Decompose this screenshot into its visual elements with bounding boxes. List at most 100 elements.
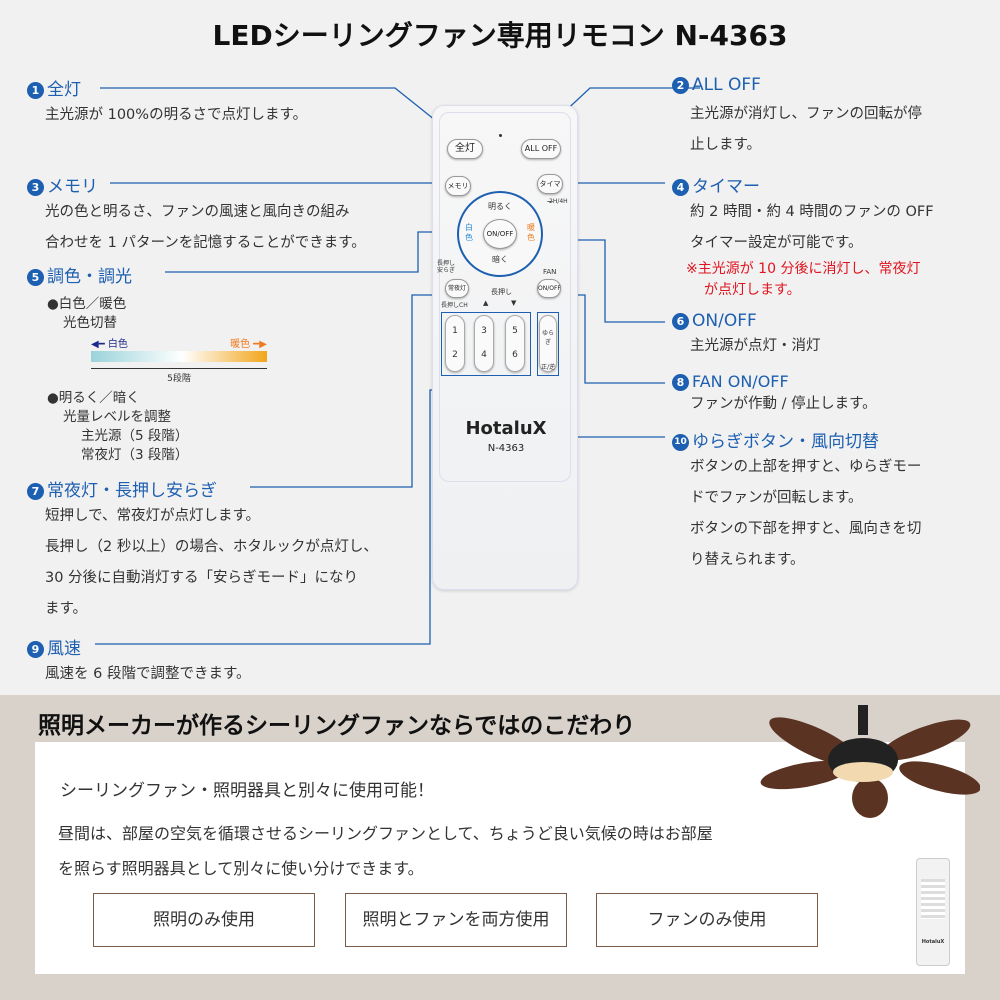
bright-line: 主光源（5 段階） [81,428,189,444]
night-light-button[interactable]: 常夜灯 [445,279,469,298]
number-badge: 10 [672,433,689,451]
body-line: 昼間は、部屋の空気を循環させるシーリングファンとして、ちょうど良い気候の時はお部… [58,824,713,843]
feature-desc: タイマー設定が可能です。 [690,235,863,251]
bright-line: 光量レベルを調整 [63,409,171,425]
warm-key[interactable]: 暖色 [527,223,535,242]
dimming-dial[interactable]: 明るく 暗く 白色 暖色 ON/OFF [457,191,543,277]
feature-desc: 30 分後に自動消灯する「安らぎモード」になり [45,570,359,586]
warm-label: 暖色 [230,339,251,350]
mode-light-only: 照明のみ使用 [93,893,315,947]
bottom-title: 照明メーカーが作るシーリングファンならではのこだわり [38,713,636,739]
model-number: N-4363 [487,443,525,454]
timer-sub-label: 2H/4H [549,198,568,205]
feature-label: 常夜灯・長押し安らぎ [47,481,217,501]
fan-onoff-button[interactable]: ON/OFF [537,279,561,298]
white-label: 白色 [107,339,128,350]
feature-desc: り替えられます。 [690,552,805,568]
down-arrow-icon: ▼ [511,299,517,307]
mode-light-and-fan: 照明とファンを両方使用 [345,893,567,947]
yasuragi-label: 長押し安らぎ [437,260,456,274]
fan-label: FAN [543,268,557,276]
remote-control: 全灯 ALL OFF メモリ タイマー 2H/4H 明るく 暗く 白色 暖色 O… [432,105,578,590]
feature-desc: ボタンの上部を押すと、ゆらぎモー [690,459,922,475]
page-title: LEDシーリングファン専用リモコン N-4363 [212,19,788,52]
arrow-left-icon: ◀━ [91,339,108,350]
timer-note: ※主光源が 10 分後に消灯し、常夜灯 [686,261,921,277]
number-badge: 5 [27,268,44,286]
white-key[interactable]: 白色 [465,223,473,242]
ceiling-fan-image [760,705,980,818]
feature-desc: 約 2 時間・約 4 時間のファンの OFF [690,204,934,220]
feature-desc: 長押し（2 秒以上）の場合、ホタルックが点灯し、 [45,539,378,555]
brand-logo: HotaluX [465,418,547,439]
dimmer-key[interactable]: 暗く [492,255,508,264]
timer-button[interactable]: タイマー [537,174,563,206]
feature-desc: 主光源が消灯し、ファンの回転が停 [690,106,922,122]
feature-desc: 短押しで、常夜灯が点灯します。 [45,508,261,524]
remote-thumbnail: HotaluX [916,858,950,966]
color-bar-legend: ◀━ 白色 暖色 ━▶ 5段階 [91,335,267,385]
memory-button[interactable]: メモリ [445,176,471,196]
feature-desc: ます。 [45,601,88,617]
feature-label: 調色・調光 [47,267,132,287]
yuragi-direction-key[interactable]: ゆらぎ正/逆 [539,315,557,372]
zento-button[interactable]: 全灯 [447,139,483,159]
color-title: ●白色／暖色 [47,296,127,312]
card-body: 昼間は、部屋の空気を循環させるシーリングファンとして、ちょうど良い気候の時はお部… [58,816,713,886]
number-badge: 1 [27,81,44,99]
feature-label: FAN ON/OFF [692,372,789,391]
feature-label: メモリ [47,177,98,197]
feature-desc: 光の色と明るさ、ファンの風速と風向きの組み [45,204,350,220]
brighter-key[interactable]: 明るく [488,202,512,211]
feature-desc: ファンが作動 / 停止します。 [690,396,877,412]
bright-title: ●明るく／暗く [47,390,140,406]
feature-label: ALL OFF [692,75,761,95]
feature-desc: 風速を 6 段階で調整できます。 [45,666,251,682]
number-badge: 9 [27,640,44,658]
feature-desc: 主光源が 100%の明るさで点灯します。 [45,107,308,123]
number-badge: 6 [672,312,689,330]
feature-desc: 主光源が点灯・消灯 [690,338,821,354]
number-badge: 8 [672,374,689,391]
number-badge: 2 [672,76,689,94]
color-gradient-bar [91,351,267,362]
bright-line: 常夜灯（3 段階） [81,447,189,463]
thumbnail-brand: HotaluX [921,939,945,945]
all-off-button[interactable]: ALL OFF [521,139,561,159]
up-arrow-icon: ▲ [483,299,489,307]
feature-label: 全灯 [47,80,81,100]
number-badge: 7 [27,482,44,500]
feature-label: タイマー [692,177,760,197]
steps-label: 5段階 [167,374,191,384]
feature-label: 風速 [47,639,81,659]
body-line: を照らす照明器具として別々に使い分けできます。 [58,859,424,878]
onoff-button[interactable]: ON/OFF [483,219,517,249]
mode-fan-only: ファンのみ使用 [596,893,818,947]
color-subtitle: 光色切替 [63,315,117,331]
long-ch-label: 長押しCH [441,302,468,309]
timer-note: が点灯します。 [704,282,801,298]
long-press-label: 長押し [491,288,512,296]
feature-desc: 合わせを 1 パターンを記憶することができます。 [45,235,366,251]
feature-desc: 止します。 [690,137,762,153]
feature-desc: ボタンの下部を押すと、風向きを切 [690,521,922,537]
number-badge: 3 [27,178,44,196]
number-badge: 4 [672,178,689,196]
feature-label: ゆらぎボタン・風向切替 [692,432,879,452]
card-headline: シーリングファン・照明器具と別々に使用可能！ [60,781,434,801]
feature-label: ON/OFF [692,311,757,331]
arrow-right-icon: ━▶ [250,339,267,350]
